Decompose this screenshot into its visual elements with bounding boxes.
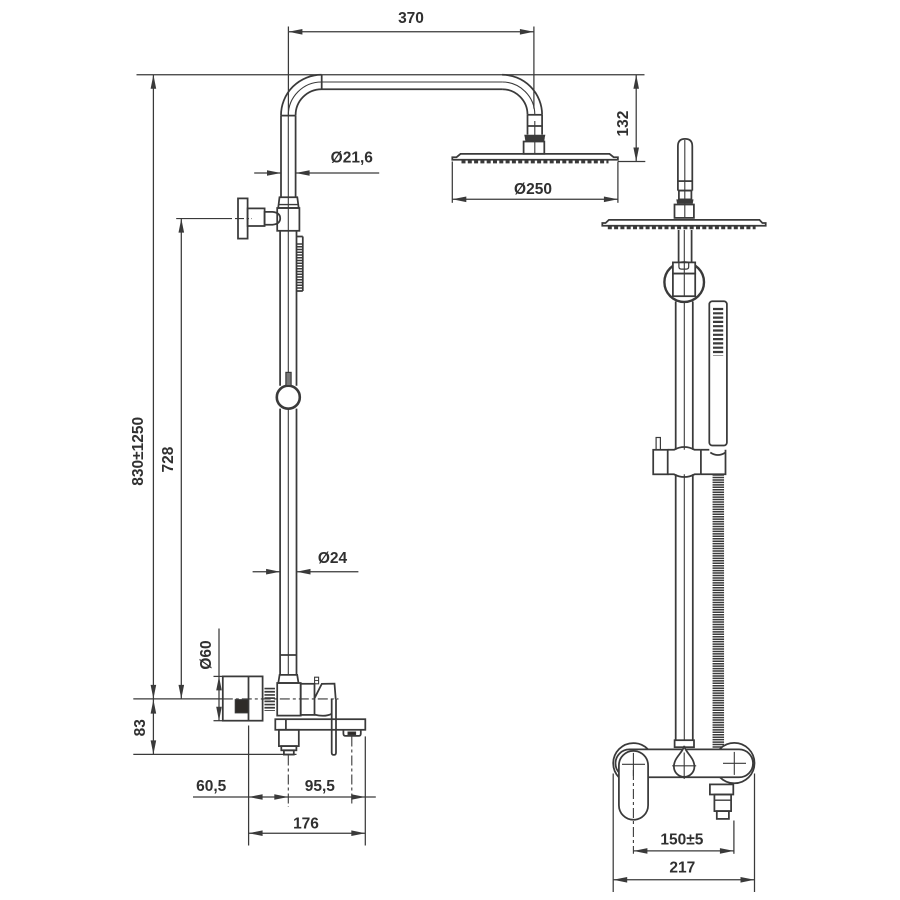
svg-text:370: 370 [398, 10, 424, 27]
svg-text:Ø21,6: Ø21,6 [331, 150, 374, 167]
svg-text:83: 83 [132, 719, 149, 737]
svg-text:Ø250: Ø250 [514, 181, 552, 198]
svg-text:217: 217 [669, 860, 695, 877]
svg-text:176: 176 [293, 816, 319, 833]
svg-text:Ø24: Ø24 [318, 550, 348, 567]
svg-text:132: 132 [615, 111, 632, 137]
svg-text:60,5: 60,5 [196, 778, 227, 795]
svg-text:830±1250: 830±1250 [130, 417, 147, 486]
svg-text:Ø60: Ø60 [198, 640, 215, 669]
svg-text:150±5: 150±5 [660, 832, 703, 849]
svg-text:728: 728 [160, 446, 177, 472]
svg-text:95,5: 95,5 [305, 778, 336, 795]
